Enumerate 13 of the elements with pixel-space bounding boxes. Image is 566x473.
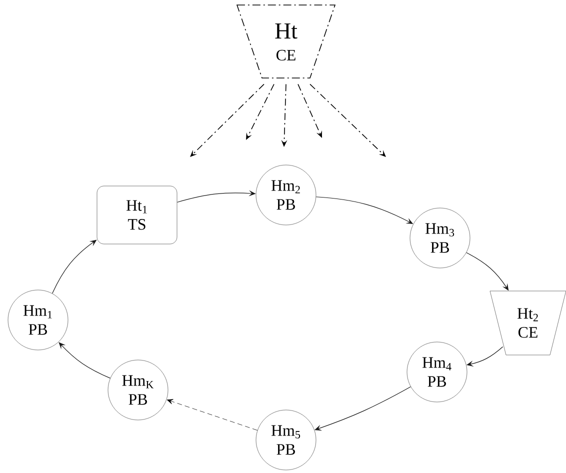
arrow	[166, 399, 258, 431]
arrow	[314, 386, 411, 431]
arrow	[310, 84, 386, 157]
arrow	[190, 84, 264, 157]
circle-node: Hm$_{5}$ PB	[256, 410, 316, 470]
circle-node: Hm$_{3}$ PB	[410, 208, 470, 268]
trapezoid-node: Ht$_{2}$ CE	[490, 290, 566, 356]
circle-node: Hm$_{4}$ PB	[406, 342, 468, 402]
circle-node: Hm$_{1}$ PB	[8, 290, 68, 350]
circle-node: Hm$_{K}$ PB	[108, 360, 168, 420]
notched-box: Ht$_{1}$ TS	[96, 186, 178, 244]
arrow	[58, 342, 110, 378]
circle-node: Hm$_{2}$ PB	[256, 164, 316, 226]
